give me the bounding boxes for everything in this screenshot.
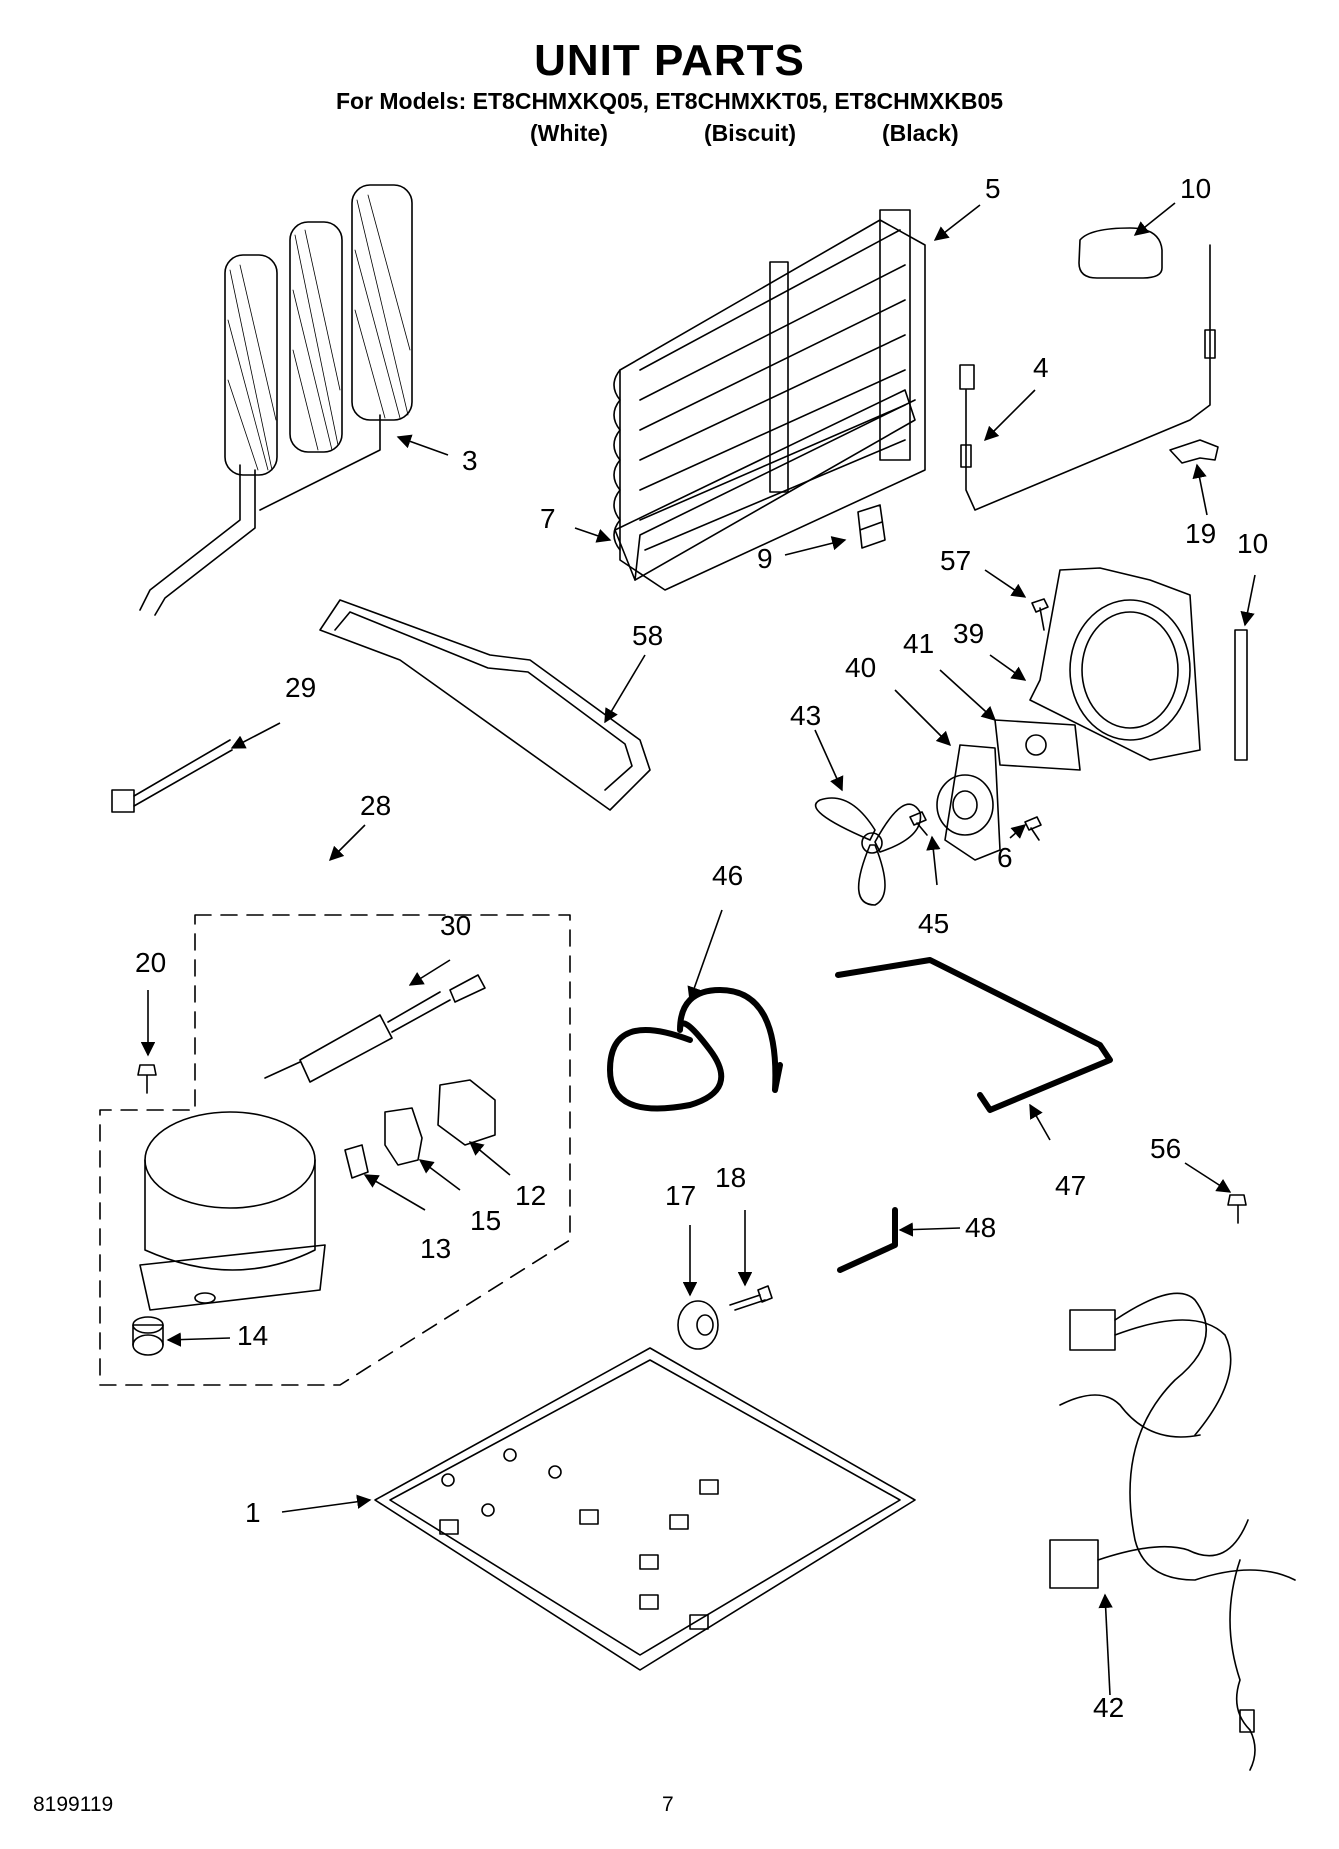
callout-6: 6 bbox=[997, 842, 1013, 873]
models-line: For Models: ET8CHMXKQ05, ET8CHMXKT05, ET… bbox=[335, 88, 1004, 114]
roller-part bbox=[677, 1300, 719, 1350]
leader-1 bbox=[281, 1494, 372, 1513]
callout-19: 19 bbox=[1185, 518, 1216, 549]
base-frame-part bbox=[374, 1347, 916, 1671]
color-black: (Black) bbox=[882, 120, 959, 146]
callout-30: 29 bbox=[285, 672, 316, 703]
drain-hose-part bbox=[607, 987, 783, 1112]
bracket-part bbox=[857, 504, 886, 549]
callout-12: 12 bbox=[515, 1180, 546, 1211]
callout-42: 42 bbox=[1093, 1692, 1124, 1723]
leader-14 bbox=[166, 1332, 231, 1347]
leader-9 bbox=[784, 536, 847, 556]
leader-42 bbox=[1098, 1593, 1113, 1696]
leader-47 bbox=[1029, 1103, 1051, 1141]
leader-10 bbox=[1240, 574, 1256, 627]
wire-harness-part bbox=[1049, 1292, 1296, 1771]
callout-10: 10 bbox=[1237, 528, 1268, 559]
short-tube-part bbox=[837, 1207, 898, 1273]
callout-13: 13 bbox=[420, 1233, 451, 1264]
thermistor-part bbox=[959, 244, 1216, 511]
evaporator-cover-part bbox=[614, 389, 916, 581]
callout-15: 15 bbox=[470, 1205, 501, 1236]
callout-11: 10 bbox=[1180, 173, 1211, 204]
callout-7: 7 bbox=[540, 503, 556, 534]
fan-blade-part bbox=[814, 797, 922, 906]
leader-39 bbox=[989, 654, 1027, 681]
callout-20: 20 bbox=[135, 947, 166, 978]
callout-45: 45 bbox=[918, 908, 949, 939]
leader-11 bbox=[1133, 202, 1176, 236]
leader-28 bbox=[328, 824, 366, 862]
callout-39: 39 bbox=[953, 618, 984, 649]
leader-48 bbox=[898, 1222, 961, 1237]
condenser-coil-part bbox=[139, 184, 413, 616]
leader-45 bbox=[926, 835, 941, 886]
leader-4 bbox=[983, 389, 1036, 442]
callout-43: 43 bbox=[790, 700, 821, 731]
compressor-kit-outline bbox=[99, 914, 571, 1386]
leader-15 bbox=[418, 1159, 461, 1191]
screw-part bbox=[137, 598, 1247, 1224]
callout-9: 9 bbox=[757, 543, 773, 574]
callout-47: 47 bbox=[1055, 1170, 1086, 1201]
callout-28: 28 bbox=[360, 790, 391, 821]
leader-29 bbox=[408, 959, 451, 986]
cable-tie-part bbox=[111, 739, 233, 813]
leader-7 bbox=[574, 527, 612, 543]
tube-part bbox=[835, 957, 1113, 1113]
leader-19 bbox=[1192, 463, 1208, 516]
callout-1: 1 bbox=[245, 1497, 261, 1528]
callout-29: 30 bbox=[440, 910, 471, 941]
callout-58: 58 bbox=[632, 620, 663, 651]
leader-5 bbox=[933, 204, 981, 241]
roller-screw-part bbox=[729, 1285, 773, 1311]
gasket-strip-part bbox=[1234, 629, 1248, 761]
callout-14: 14 bbox=[237, 1320, 268, 1351]
leader-6 bbox=[1009, 824, 1027, 839]
fan-shroud-part bbox=[1029, 567, 1201, 761]
leader-46 bbox=[687, 909, 723, 1002]
leader-12 bbox=[468, 1141, 511, 1176]
callout-18: 18 bbox=[715, 1162, 746, 1193]
cap-part bbox=[1078, 227, 1163, 279]
leader-13 bbox=[363, 1174, 426, 1211]
page-number: 7 bbox=[662, 1793, 674, 1816]
terminal-part bbox=[344, 1144, 369, 1179]
page-title: UNIT PARTS bbox=[534, 36, 805, 85]
callout-56: 56 bbox=[1150, 1133, 1181, 1164]
leader-3 bbox=[396, 434, 449, 456]
leader-58 bbox=[604, 654, 646, 724]
evaporator-part bbox=[613, 209, 926, 591]
drain-pan-part bbox=[319, 599, 651, 811]
clip-part bbox=[1169, 439, 1219, 464]
callout-41: 41 bbox=[903, 628, 934, 659]
fan-motor-part bbox=[936, 744, 1001, 861]
leader-30 bbox=[230, 722, 281, 749]
leader-56 bbox=[1184, 1162, 1232, 1193]
callout-57: 57 bbox=[940, 545, 971, 576]
filter-drier-part bbox=[264, 974, 486, 1083]
leader-43 bbox=[814, 729, 844, 792]
callout-4: 4 bbox=[1033, 352, 1049, 383]
callout-40: 40 bbox=[845, 652, 876, 683]
doc-number: 8199119 bbox=[33, 1793, 114, 1816]
callout-3: 3 bbox=[462, 445, 478, 476]
compressor-part bbox=[139, 1111, 326, 1311]
callout-48: 48 bbox=[965, 1212, 996, 1243]
color-white: (White) bbox=[530, 120, 608, 146]
relay-part bbox=[437, 1079, 496, 1146]
callout-17: 17 bbox=[665, 1180, 696, 1211]
callout-5: 5 bbox=[985, 173, 1001, 204]
leader-41 bbox=[939, 669, 997, 721]
grommet-part bbox=[132, 1316, 164, 1356]
color-biscuit: (Biscuit) bbox=[704, 120, 796, 146]
callout-46: 46 bbox=[712, 860, 743, 891]
leader-40 bbox=[894, 689, 952, 747]
motor-plate-part bbox=[994, 719, 1081, 771]
overload-part bbox=[384, 1107, 423, 1166]
leader-57 bbox=[984, 569, 1027, 598]
